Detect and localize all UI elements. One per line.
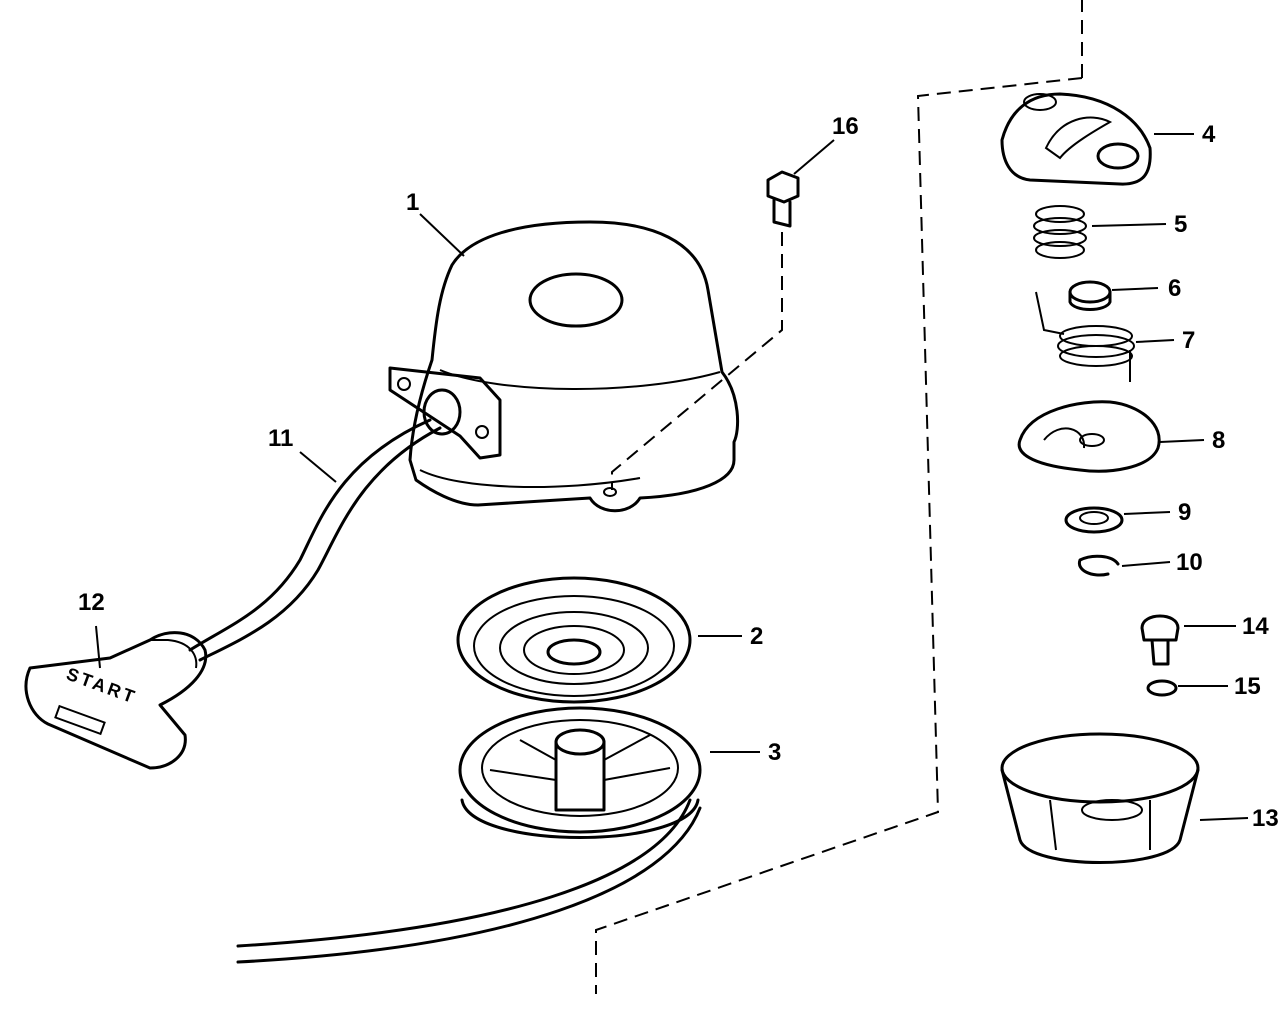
callout-15: 15: [1234, 673, 1261, 700]
callout-5: 5: [1174, 211, 1187, 238]
callout-8: 8: [1212, 427, 1225, 454]
part-12-start-handle: START: [24, 631, 208, 770]
part-3-rope-pulley: [458, 706, 702, 839]
callout-7: 7: [1182, 327, 1195, 354]
part-7-torsion-spring: [1035, 291, 1135, 382]
part-2-rewind-spring: [456, 576, 692, 704]
part-11-starter-rope: [188, 418, 442, 662]
part-16-bolt: [766, 170, 800, 228]
callout-9: 9: [1178, 499, 1191, 526]
callout-14: 14: [1242, 613, 1269, 640]
callout-1: 1: [406, 189, 419, 216]
callout-13: 13: [1252, 805, 1279, 832]
callout-labels: 1 2 3 4 5 6 7 8 9 10 11 12 13 14 15 16: [78, 113, 1279, 832]
callout-4: 4: [1202, 121, 1216, 148]
part-6-bushing: [1068, 280, 1112, 311]
part-14-screw: [1140, 614, 1180, 666]
callout-11: 11: [268, 425, 293, 452]
part-9-washer: [1064, 506, 1124, 534]
callout-3: 3: [768, 739, 781, 766]
callout-16: 16: [832, 113, 859, 140]
handle-label: START: [64, 664, 140, 708]
callout-10: 10: [1176, 549, 1203, 576]
part-13-cup: [1000, 732, 1200, 864]
part-10-e-clip: [1077, 554, 1120, 577]
part-15-washer: [1146, 679, 1178, 697]
callout-leader-lines: [95, 133, 1249, 821]
part-5-spring: [1033, 205, 1087, 259]
callout-6: 6: [1168, 275, 1181, 302]
pulley-rope-tail: [236, 798, 702, 964]
callout-2: 2: [750, 623, 763, 650]
callout-12: 12: [78, 589, 105, 616]
part-8-retainer-plate: [1017, 400, 1161, 473]
part-4-pawl: [1000, 92, 1152, 186]
part-1-starter-housing: [388, 220, 740, 513]
assembly-dashed-lines: [595, 0, 1083, 994]
